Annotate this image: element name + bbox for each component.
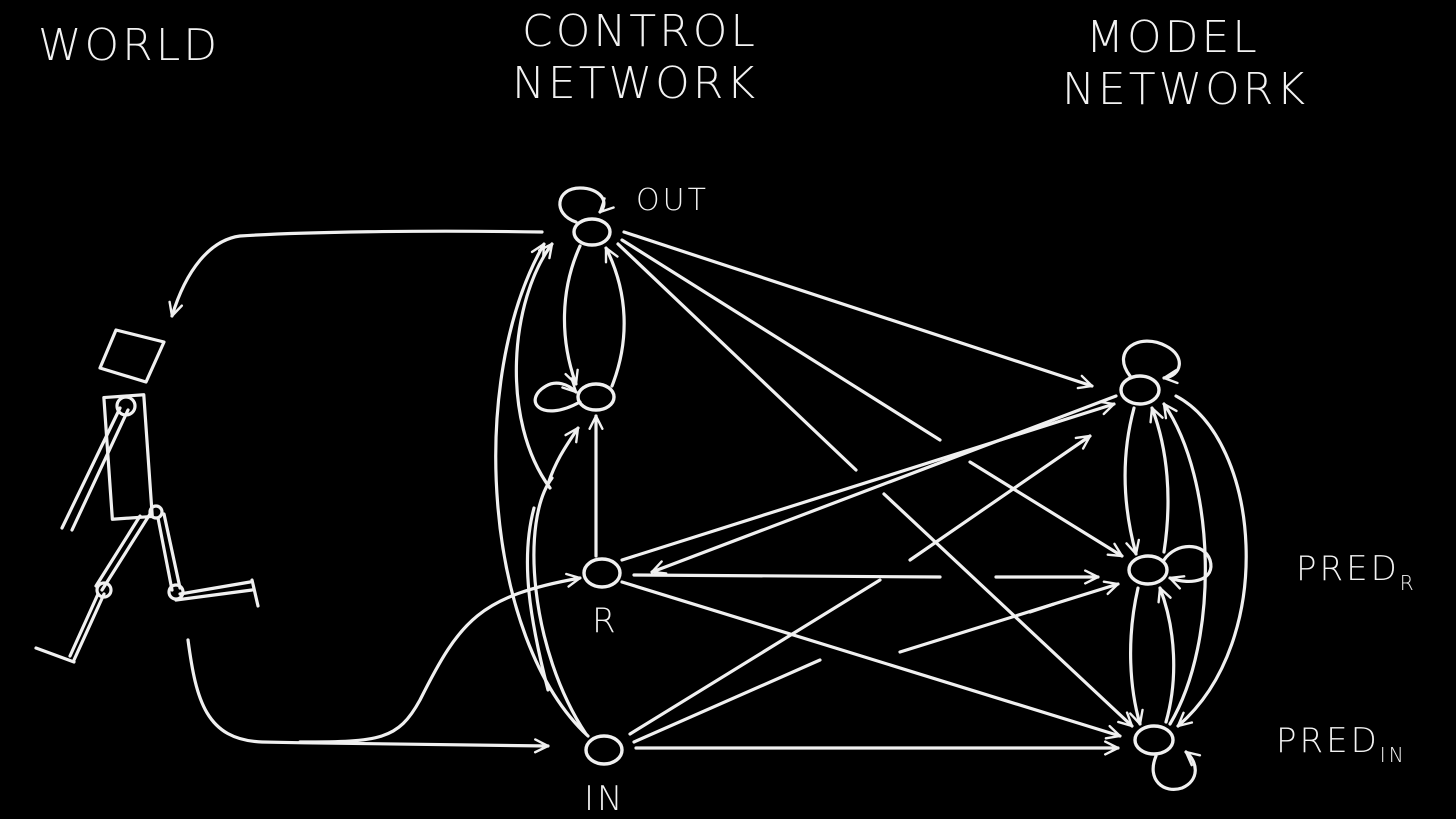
node-model-out	[1119, 374, 1161, 406]
pred-in-label: PREDIN	[1276, 721, 1407, 767]
arrow-world-to-in	[186, 638, 550, 754]
model-heading-line2: NETWORK	[1062, 64, 1308, 115]
control-edges	[494, 242, 626, 738]
pred-r-label: PREDR	[1296, 549, 1417, 595]
out-self-loop	[558, 186, 615, 224]
out-label: OUT	[636, 183, 709, 218]
world-heading: WORLD	[38, 20, 220, 71]
arrow-out-to-world	[168, 229, 544, 318]
cross-edges	[616, 230, 1134, 756]
figure-shin-right	[178, 580, 252, 596]
node-pred-r	[1127, 554, 1169, 586]
in-label: IN	[584, 779, 625, 819]
figure-foot-left	[34, 646, 76, 664]
hidden-self-loop	[533, 377, 582, 413]
pred-r-self-loop	[1162, 545, 1213, 590]
model-out-self-loop	[1121, 339, 1181, 385]
model-heading-line1: MODEL	[1086, 12, 1260, 63]
figure-knee-right	[167, 583, 185, 601]
figure-hip-joint	[148, 504, 164, 520]
node-in	[584, 734, 624, 766]
world-figure	[34, 328, 260, 664]
r-label: R	[592, 601, 619, 641]
node-hidden	[576, 382, 616, 412]
figure-head	[98, 328, 166, 384]
control-heading-line1: CONTROL	[522, 6, 758, 57]
pred-in-self-loop	[1151, 750, 1202, 791]
model-edges	[1123, 394, 1248, 728]
figure-foot-right	[250, 578, 260, 608]
node-out	[572, 217, 612, 247]
figure-thigh-left	[100, 512, 152, 592]
figure-shin-left	[72, 592, 106, 662]
node-r	[582, 557, 622, 589]
figure-thigh-right	[156, 516, 174, 592]
figure-arm	[60, 406, 122, 530]
node-pred-in	[1133, 724, 1175, 756]
control-heading-line2: NETWORK	[512, 58, 758, 109]
